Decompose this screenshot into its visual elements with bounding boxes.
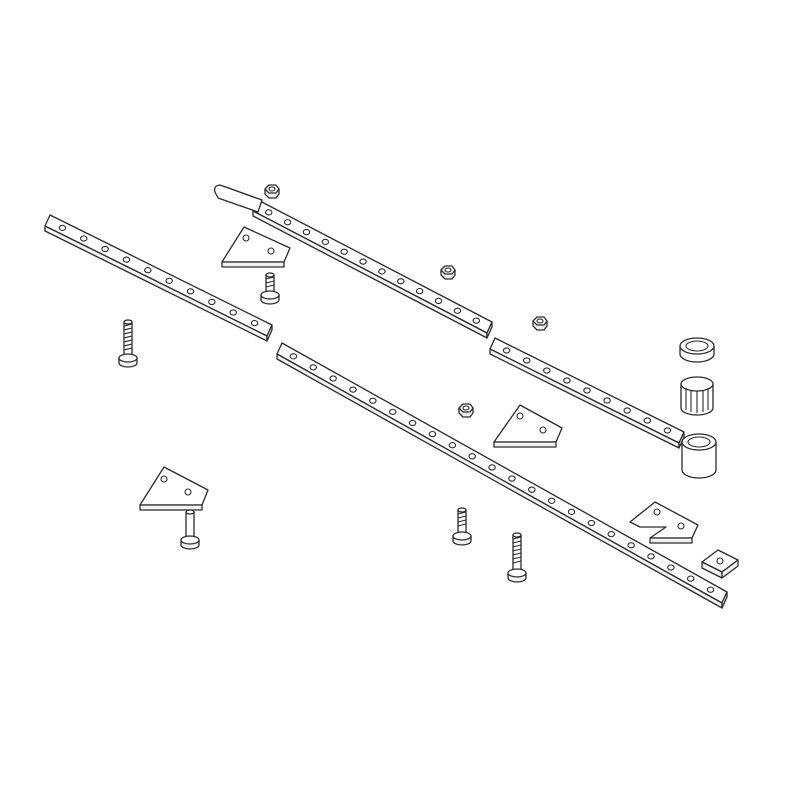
bar-hole bbox=[208, 298, 216, 306]
bar-hole bbox=[289, 353, 298, 360]
bar-hole bbox=[378, 268, 386, 275]
upper-bar bbox=[252, 199, 493, 339]
bar-hole bbox=[453, 307, 462, 314]
bar-hole bbox=[329, 375, 337, 382]
bar-hole bbox=[369, 397, 377, 404]
bar-hole bbox=[434, 297, 443, 305]
bar-hole bbox=[415, 287, 424, 295]
hex-nut bbox=[458, 403, 474, 418]
right-bar bbox=[489, 337, 685, 449]
bar-hole bbox=[283, 219, 292, 226]
bar-hole bbox=[547, 497, 556, 504]
bar-hole bbox=[408, 419, 417, 427]
bar-hole bbox=[309, 364, 318, 371]
bar-hole bbox=[663, 427, 672, 434]
bar-hole bbox=[302, 228, 311, 236]
bar-hole bbox=[567, 508, 576, 516]
hex-nut bbox=[532, 316, 548, 331]
bars-group bbox=[44, 199, 728, 609]
bar-hole bbox=[229, 309, 237, 316]
bar-hole bbox=[686, 575, 695, 582]
bar-hole bbox=[165, 277, 173, 284]
bar-hole bbox=[667, 564, 675, 571]
bar-hole bbox=[706, 586, 715, 593]
bar-hole bbox=[508, 475, 516, 482]
bar-hole bbox=[468, 453, 476, 460]
bar-hole bbox=[58, 224, 67, 232]
carriage-bolt bbox=[452, 507, 472, 546]
bar-hole bbox=[448, 442, 457, 449]
triangle-plate bbox=[139, 466, 209, 511]
bar-end-tube bbox=[681, 433, 717, 479]
bar-hole bbox=[587, 519, 596, 527]
bar-hole bbox=[543, 367, 551, 374]
bar-hole bbox=[583, 387, 591, 394]
square-nut bbox=[701, 549, 739, 579]
bar-hole bbox=[488, 464, 496, 471]
bar-hole bbox=[472, 317, 481, 324]
bar-hole bbox=[340, 248, 348, 255]
bar-hole bbox=[349, 386, 357, 393]
bar-hole bbox=[264, 209, 273, 216]
pin bbox=[180, 509, 200, 550]
hex-nut bbox=[440, 265, 456, 280]
carriage-bolt bbox=[507, 532, 527, 583]
bar-hole bbox=[397, 278, 405, 285]
bar-hole bbox=[428, 430, 437, 438]
triangle-plate bbox=[221, 226, 291, 268]
bar-hole bbox=[388, 408, 397, 416]
bar-hole bbox=[359, 258, 367, 265]
upper-bar-tab bbox=[213, 184, 263, 213]
carriage-bolt bbox=[260, 272, 280, 305]
bar-hole bbox=[563, 377, 571, 384]
bar-hole bbox=[101, 245, 109, 253]
bar-hole bbox=[80, 235, 88, 242]
bar-hole bbox=[607, 530, 616, 538]
bolts-group bbox=[118, 272, 527, 583]
long-bar-left bbox=[44, 214, 273, 342]
bar-hole bbox=[647, 553, 655, 560]
bar-hole bbox=[250, 319, 259, 327]
bar-hole bbox=[528, 486, 536, 493]
hex-nuts-group bbox=[264, 184, 548, 418]
bar-hole bbox=[603, 397, 611, 404]
bar-hole bbox=[186, 288, 195, 295]
bar-hole bbox=[522, 357, 531, 364]
long-bar-main bbox=[276, 342, 728, 609]
bar-hole bbox=[144, 267, 152, 274]
washer-ring bbox=[679, 337, 715, 363]
hex-nut bbox=[264, 184, 280, 199]
bar-hole bbox=[627, 542, 635, 549]
notched-plate bbox=[629, 501, 699, 544]
triangle-plate bbox=[493, 404, 563, 448]
bushing bbox=[680, 376, 714, 416]
carriage-bolt bbox=[118, 319, 138, 368]
bar-hole bbox=[321, 238, 330, 246]
bar-hole bbox=[502, 347, 511, 354]
bar-hole bbox=[623, 407, 631, 414]
bar-hole bbox=[643, 417, 652, 424]
bar-hole bbox=[122, 256, 131, 263]
